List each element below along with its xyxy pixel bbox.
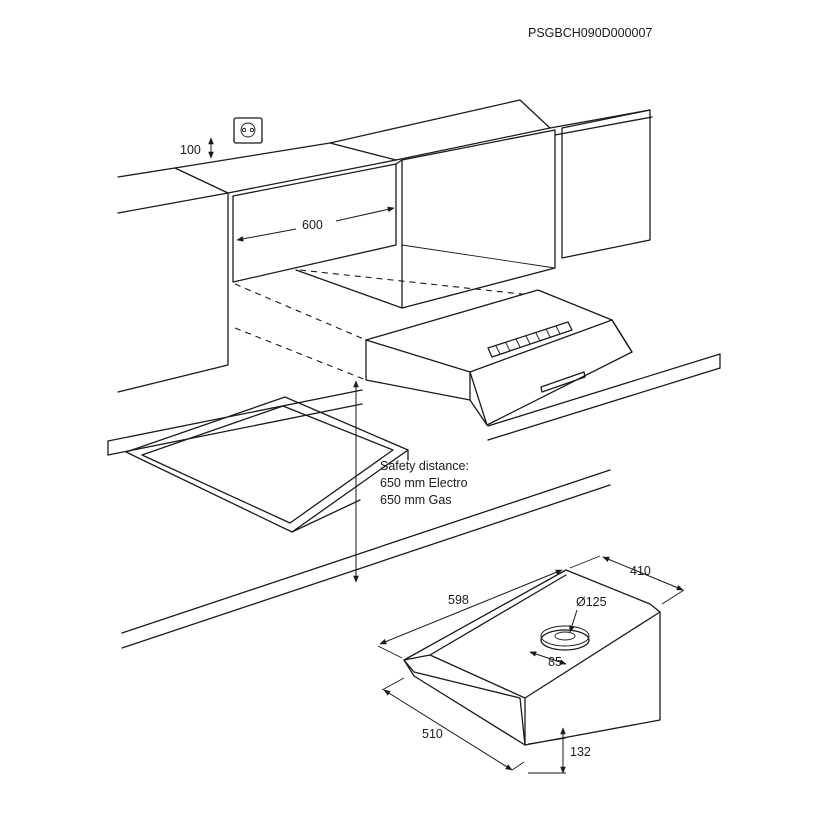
dim-hood-front-depth: 510 [381,677,525,771]
drawing-code: PSGBCH090D000007 [528,26,652,40]
cabinet-width-label: 600 [302,218,323,232]
wall-cabinets [117,99,653,393]
dim-hood-width: 598 [377,569,563,659]
cooker-hood-installed [365,289,633,426]
dim-hood-height: 132 [527,727,591,774]
hood-width-label: 598 [448,593,469,607]
dim-cabinet-width: 600 [236,206,395,242]
dim-duct-diameter: Ø125 [569,595,607,633]
hood-depth-label: 410 [630,564,651,578]
hood-front-depth-label: 510 [422,727,443,741]
dim-safety-distance: Safety distance: 650 mm Electro 650 mm G… [353,380,469,583]
dim-duct-offset: 85 [529,651,567,669]
projection-lines [234,269,541,381]
dim-socket-height: 100 [180,137,214,159]
safety-line-2: 650 mm Electro [380,476,468,490]
safety-line-3: 650 mm Gas [380,493,452,507]
dim-hood-depth: 410 [569,555,685,605]
cooker-hood-detail [403,569,661,746]
duct-offset-label: 85 [548,655,562,669]
wall-socket [233,117,263,144]
hob [125,396,409,533]
worktop [107,353,721,649]
socket-height-label: 100 [180,143,201,157]
safety-line-1: Safety distance: [380,459,469,473]
duct-diameter-label: Ø125 [576,595,607,609]
hood-height-label: 132 [570,745,591,759]
